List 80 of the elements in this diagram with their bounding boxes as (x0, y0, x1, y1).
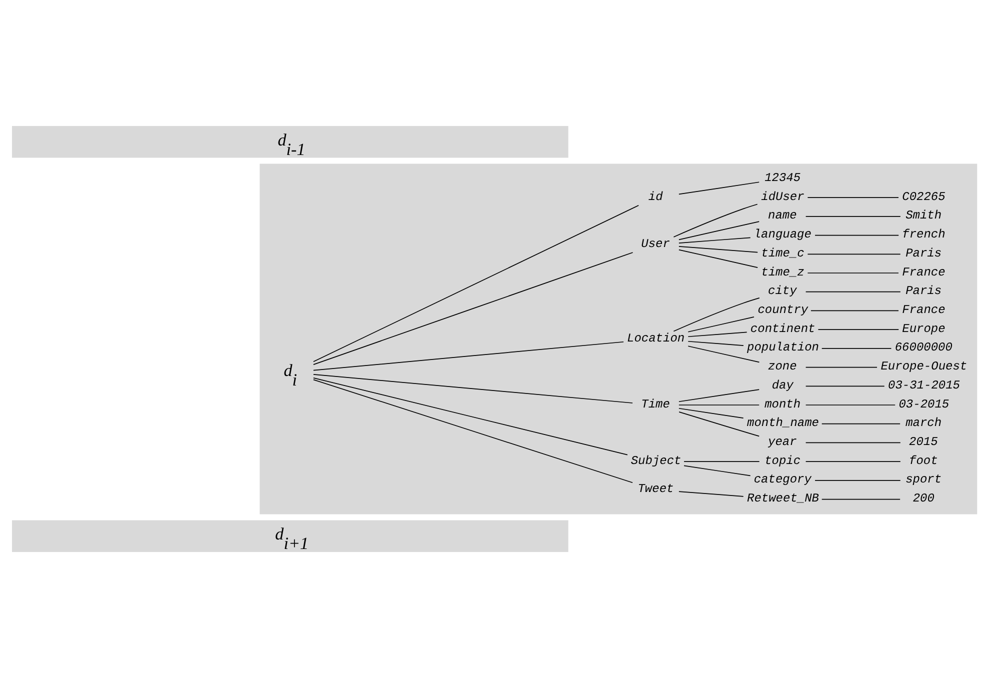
connector (313, 374, 633, 403)
node-text: Europe-Ouest (880, 359, 968, 374)
connector (684, 460, 760, 462)
node-text: category (754, 472, 812, 486)
connector (805, 290, 901, 292)
node-text: population (747, 340, 820, 354)
connector (684, 464, 751, 476)
connector (673, 203, 758, 237)
node-text: french (902, 227, 946, 242)
node-text: France (902, 264, 946, 279)
connector (688, 331, 748, 337)
connector (678, 411, 760, 436)
connector (818, 328, 900, 330)
node-text: time_z (761, 264, 804, 279)
node-text: C02265 (902, 189, 946, 204)
node-text: Tweet (638, 482, 674, 496)
connector (678, 220, 760, 240)
node-text: march (906, 416, 942, 430)
node-text: 200 (912, 491, 934, 506)
node-text: foot (909, 453, 938, 468)
connector (688, 345, 760, 362)
node-text: continent (750, 321, 816, 336)
connector (313, 377, 628, 455)
node-text: city (768, 284, 797, 298)
connector (678, 248, 758, 268)
connector (807, 272, 899, 273)
node-text: day (772, 378, 794, 392)
connector (807, 196, 899, 198)
node-text: Europe (902, 321, 946, 336)
connector (673, 297, 760, 332)
node-text: idUser (761, 189, 804, 204)
node-text: 12345 (764, 170, 801, 185)
node-text: Subject (630, 453, 682, 468)
connector (678, 245, 758, 252)
connector (810, 310, 899, 311)
connector (313, 204, 640, 362)
connector (678, 388, 760, 402)
node-text: topic (764, 453, 801, 468)
node-text: Paris (906, 246, 942, 260)
node-text: month (764, 396, 801, 411)
node-text: 66000000 (894, 340, 952, 354)
connector (313, 252, 634, 364)
connector (678, 236, 751, 243)
node-text: month_name (747, 416, 820, 430)
node-text: 2015 (909, 434, 938, 449)
connector (313, 340, 624, 370)
node-text: Paris (906, 284, 942, 298)
connector (807, 253, 901, 254)
node-text: User (641, 236, 670, 251)
node-text: 03-31-2015 (888, 378, 960, 392)
node-text: name (768, 208, 797, 222)
connector (678, 404, 760, 405)
node-text: Location (627, 330, 685, 345)
connector (805, 366, 878, 368)
connector (805, 404, 896, 405)
node-text: Time (641, 396, 670, 411)
connector (814, 234, 900, 236)
connector (821, 422, 900, 424)
node-text: Retweet_NB (747, 491, 820, 506)
connector (678, 181, 760, 194)
node-text: country (758, 302, 808, 317)
node-text: zone (768, 359, 797, 374)
connector (805, 442, 901, 443)
cluster (260, 163, 978, 514)
node-text: id (648, 189, 663, 204)
connector (688, 340, 744, 346)
node-text: sport (906, 472, 942, 486)
connector (805, 460, 901, 462)
connector (688, 316, 754, 332)
node-text: language (754, 227, 812, 242)
node-text: time_c (761, 246, 804, 260)
connector (313, 378, 633, 483)
connector (805, 385, 885, 386)
node-text: 03-2015 (898, 396, 950, 411)
connector (678, 407, 744, 418)
node-text: Smith (906, 208, 942, 222)
connector (678, 490, 744, 496)
connector (821, 498, 900, 500)
node-text: France (902, 302, 946, 317)
node-text: year (768, 434, 797, 449)
